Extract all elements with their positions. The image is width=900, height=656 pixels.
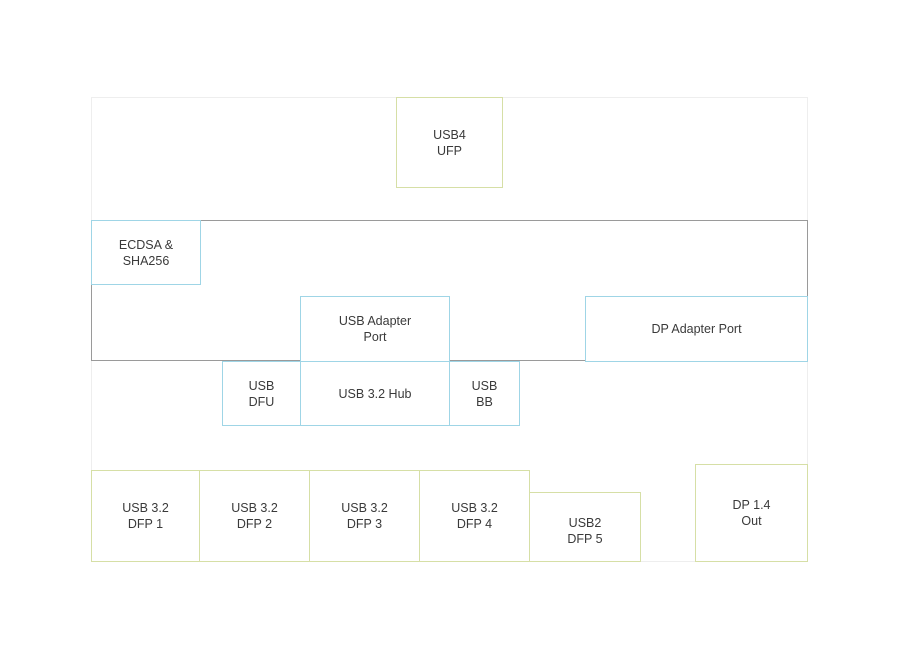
- usb-dfu-block: USB DFU: [222, 361, 301, 426]
- usb-dfu-line2: DFU: [248, 394, 275, 409]
- usb32-dfp3-block: USB 3.2 DFP 3: [309, 470, 420, 562]
- usb32-dfp4-block: USB 3.2 DFP 4: [419, 470, 530, 562]
- dp-adapter-port-label: DP Adapter Port: [651, 322, 742, 336]
- dp14-out-block: DP 1.4 Out: [695, 464, 808, 562]
- dfp2-line2: DFP 2: [236, 517, 273, 531]
- usb-bb-block: USB BB: [449, 361, 520, 426]
- ecdsa-line1: ECDSA &: [118, 237, 174, 252]
- usb2-dfp5-block: USB2 DFP 5: [529, 492, 641, 562]
- usb-adapter-port-block: USB Adapter Port: [300, 296, 450, 362]
- dp-out-line2: Out: [741, 514, 762, 528]
- ecdsa-block: ECDSA & SHA256: [91, 220, 201, 285]
- dfp5-line1: USB2: [568, 516, 602, 530]
- usb32-dfp2-block: USB 3.2 DFP 2: [199, 470, 310, 562]
- dfp2-line1: USB 3.2: [231, 501, 278, 515]
- dp-out-line1: DP 1.4: [732, 498, 771, 512]
- usb32-dfp1-block: USB 3.2 DFP 1: [91, 470, 200, 562]
- usb-bb-line1: USB: [471, 378, 498, 393]
- dfp4-line2: DFP 4: [456, 517, 493, 531]
- usb4-ufp-line2: UFP: [437, 143, 462, 158]
- usb-adapter-port-line1: USB Adapter: [338, 314, 412, 328]
- usb32-hub-label: USB 3.2 Hub: [338, 386, 412, 401]
- usb4-ufp-block: USB4 UFP: [396, 97, 503, 188]
- dfp3-line2: DFP 3: [346, 517, 383, 531]
- dfp5-line2: DFP 5: [567, 532, 603, 546]
- usb4-ufp-line1: USB4: [433, 127, 466, 142]
- dfp1-line1: USB 3.2: [122, 501, 169, 515]
- dfp3-line1: USB 3.2: [341, 501, 388, 515]
- dfp1-line2: DFP 1: [127, 517, 164, 531]
- ecdsa-line2: SHA256: [122, 253, 170, 268]
- usb32-hub-block: USB 3.2 Hub: [300, 361, 450, 426]
- usb-adapter-port-line2: Port: [363, 330, 387, 344]
- usb-bb-line2: BB: [476, 394, 493, 409]
- usb-dfu-line1: USB: [248, 378, 275, 393]
- dp-adapter-port-block: DP Adapter Port: [585, 296, 808, 362]
- dfp4-line1: USB 3.2: [451, 501, 498, 515]
